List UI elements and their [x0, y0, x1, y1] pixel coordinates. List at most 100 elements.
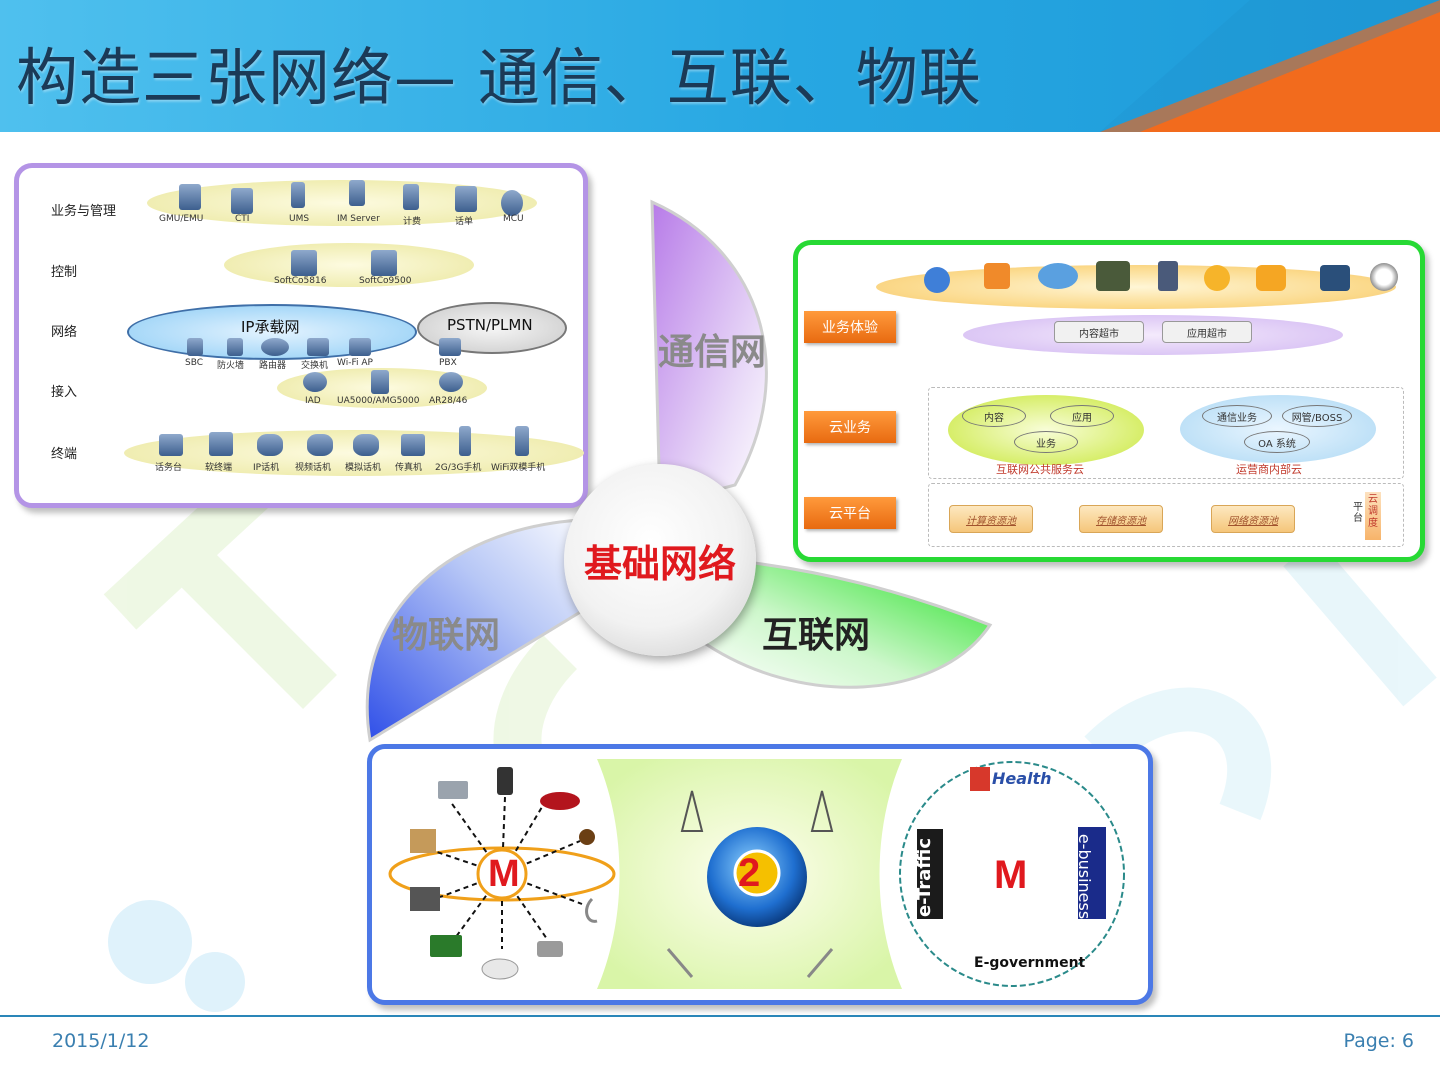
- device-caption: 2G/3G手机: [435, 463, 482, 473]
- device-caption: CTI: [235, 214, 250, 224]
- fax-icon: [401, 434, 425, 456]
- telecom-network-panel: 业务与管理 控制 网络 接入 终端 GMU/EMU CTI UMS IM Ser…: [14, 163, 588, 508]
- traffic-badge: [917, 829, 943, 919]
- device-caption: IP话机: [253, 463, 280, 473]
- console-icon: [159, 434, 183, 456]
- device-caption: SoftCo9500: [359, 276, 412, 286]
- router-icon: [261, 338, 289, 356]
- oa-system-item: OA 系统: [1244, 431, 1310, 453]
- tv-icon: [430, 935, 462, 957]
- pc-icon: [209, 432, 233, 456]
- antenna-icon: [680, 790, 704, 832]
- device-caption: 路由器: [259, 361, 287, 371]
- health-label: Health: [992, 769, 1052, 788]
- news-rss-icon: [1256, 265, 1286, 291]
- traffic-label: e-Traffic: [914, 837, 936, 918]
- row-label-cloud-service: 云业务: [804, 411, 896, 443]
- device-caption: SBC: [185, 358, 204, 368]
- business-label: e-business: [1075, 833, 1095, 920]
- mcu-icon: [501, 190, 523, 216]
- sbc-icon: [187, 338, 203, 356]
- content-item: 内容: [962, 405, 1026, 427]
- device-caption: GMU/EMU: [159, 214, 204, 224]
- music-icon: [984, 263, 1010, 289]
- device-caption: 视频话机: [295, 463, 332, 473]
- iot-panel: M 2 M Health e-Traffic e-business E-gove…: [367, 744, 1153, 1005]
- device-caption: PBX: [439, 358, 457, 368]
- telecom-petal-label: 通信网: [658, 332, 767, 373]
- globe-two-label: 2: [738, 851, 761, 895]
- device-caption: 话单: [455, 217, 474, 227]
- internet-panel: 业务体验 云业务 云平台 内容超市 应用超市 内容 应用 业务 互联网公共服务云…: [793, 240, 1425, 562]
- service-hub-label: M: [994, 853, 1028, 897]
- device-caption: 传真机: [395, 463, 423, 473]
- video-icon: [1038, 263, 1078, 289]
- government-label: E-government: [974, 955, 1086, 971]
- server-icon: [291, 182, 305, 208]
- app-market: 应用超市: [1162, 321, 1252, 343]
- layer-label-network: 网络: [51, 325, 78, 340]
- slide-title: 构造三张网络— 通信、互联、物联: [16, 41, 982, 114]
- phone-icon: [497, 767, 513, 795]
- network-pool: 网络资源池: [1211, 505, 1295, 533]
- device-caption: Wi-Fi AP: [337, 358, 373, 368]
- device-caption: AR28/46: [429, 396, 468, 406]
- cable-icon: [806, 948, 834, 978]
- bulb-icon: [579, 829, 595, 845]
- stock-icon: [1320, 265, 1350, 291]
- pbx-icon: [439, 338, 461, 356]
- row-label-cloud-platform: 云平台: [804, 497, 896, 529]
- footer-divider: [0, 1015, 1440, 1017]
- softswitch-icon: [291, 250, 317, 276]
- ua5000-icon: [371, 370, 389, 394]
- mobile-phone-icon: [459, 426, 471, 456]
- softswitch-icon: [371, 250, 397, 276]
- compute-pool: 计算资源池: [949, 505, 1033, 533]
- network-flower: [365, 199, 993, 743]
- core-network-label: 基础网络: [583, 541, 736, 586]
- antenna-icon: [810, 790, 834, 832]
- game-icon: [1204, 265, 1230, 291]
- iot-petal: [365, 518, 602, 743]
- m2m-diagram: [388, 759, 1125, 989]
- cable-icon: [666, 948, 694, 978]
- oss-boss-item: 网管/BOSS: [1282, 405, 1352, 427]
- public-cloud-label: 互联网公共服务云: [996, 463, 1084, 476]
- m2m-hub-label: M: [488, 853, 520, 895]
- telecom-petal: [650, 199, 768, 507]
- ip-cloud-label: IP承载网: [241, 318, 300, 336]
- device-caption: 模拟话机: [345, 463, 382, 473]
- reader-icon: [1158, 261, 1178, 291]
- device-caption: 软终端: [205, 463, 233, 473]
- footer-date: 2015/1/12: [52, 1030, 150, 1052]
- pstn-cloud-label: PSTN/PLMN: [447, 316, 533, 334]
- device-caption: 计费: [403, 217, 422, 227]
- content-market: 内容超市: [1054, 321, 1144, 343]
- device-caption: SoftCo5816: [274, 276, 327, 286]
- device-caption: UMS: [289, 214, 310, 224]
- footer-page-number: Page: 6: [1343, 1030, 1414, 1052]
- laptop-icon: [438, 781, 468, 799]
- layer-label-control: 控制: [51, 265, 78, 280]
- device-caption: 话务台: [155, 463, 183, 473]
- weather-icon: [924, 267, 950, 293]
- server-icon: [179, 184, 201, 210]
- internet-petal-label: 互联网: [762, 615, 871, 656]
- server-icon: [403, 184, 419, 210]
- analog-phone-icon: [353, 434, 379, 456]
- core-network-circle: 基础网络: [564, 464, 756, 656]
- server-icon: [455, 186, 477, 212]
- row-label-experience: 业务体验: [804, 311, 896, 343]
- sports-ball-icon: [1370, 263, 1398, 291]
- ar-router-icon: [439, 372, 463, 392]
- device-caption: 交换机: [301, 361, 329, 371]
- device-caption: IAD: [305, 396, 321, 406]
- header-orange-accent: [1100, 0, 1440, 132]
- application-item: 应用: [1050, 405, 1114, 427]
- storage-pool: 存储资源池: [1079, 505, 1163, 533]
- device-caption: MCU: [503, 214, 524, 224]
- layer-label-management: 业务与管理: [51, 204, 117, 219]
- server-icon: [231, 188, 253, 214]
- ip-phone-icon: [257, 434, 283, 456]
- scheduler-label: 云调度: [1365, 492, 1381, 540]
